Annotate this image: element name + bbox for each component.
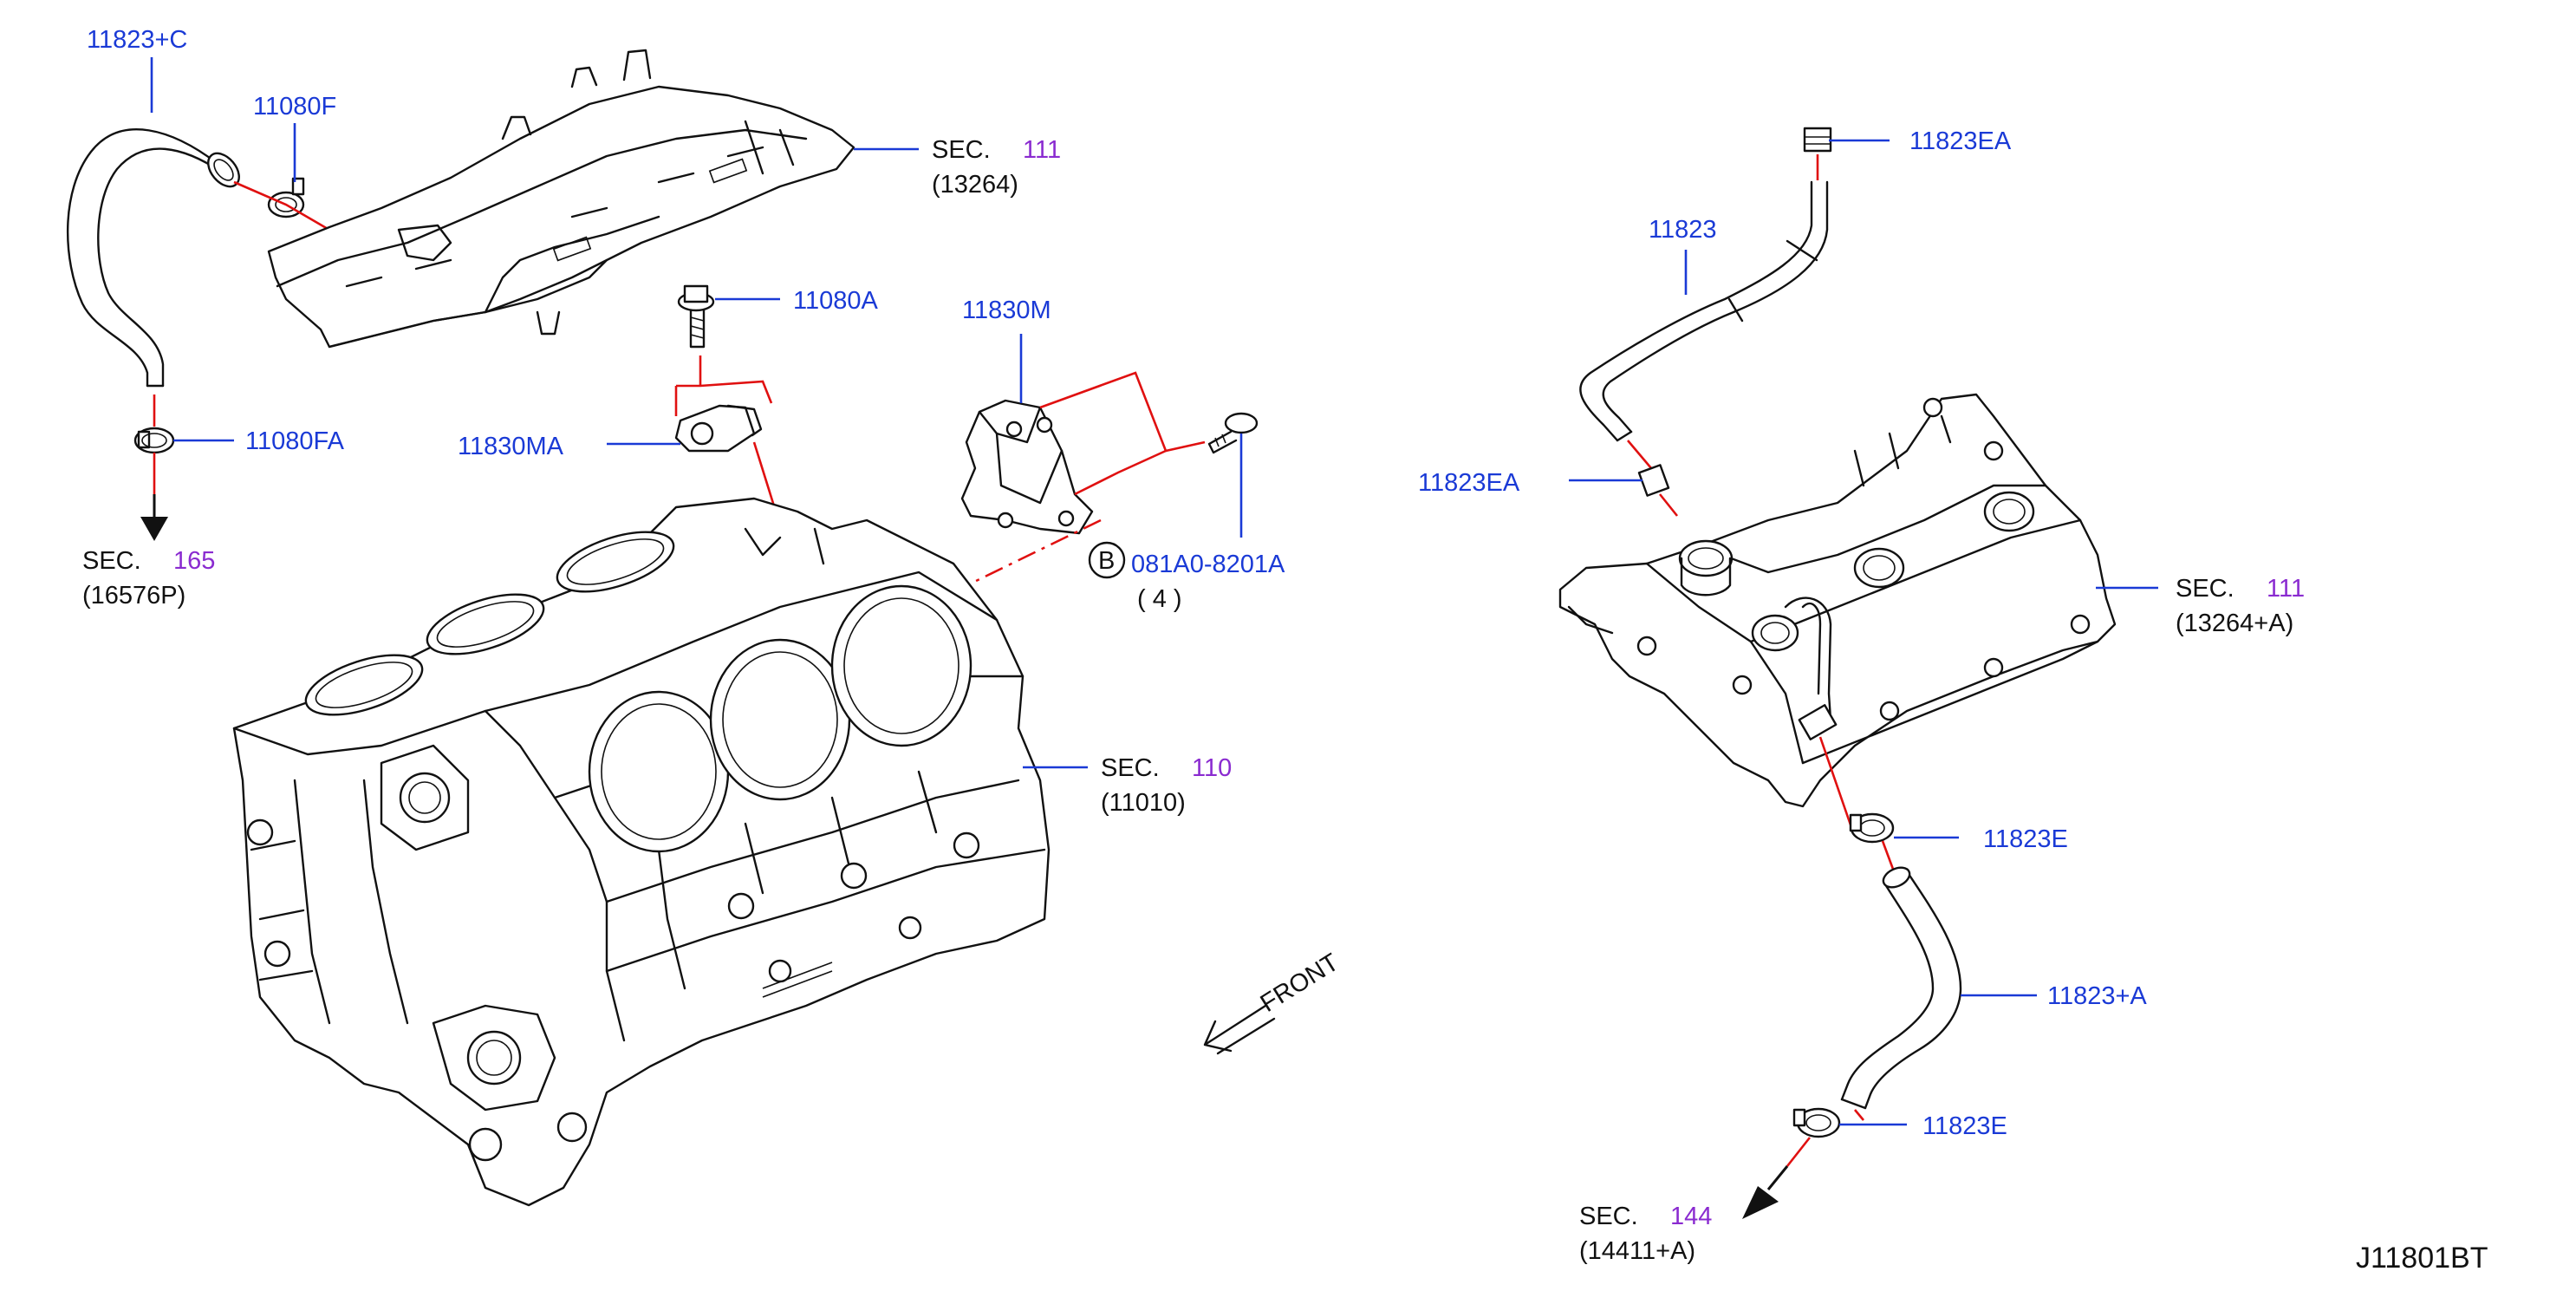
clamp-11823ea-mid [1637, 464, 1670, 497]
callout-11080f: 11080F [253, 93, 336, 121]
hose-11823 [1579, 180, 1829, 442]
sec111-left-ref: (13264) [932, 171, 1018, 199]
sec110-prefix: SEC. [1101, 754, 1160, 782]
cylinder-block [232, 497, 1051, 1207]
callout-11823ea-top: 11823EA [1909, 127, 2012, 155]
bracket-11830m [960, 399, 1094, 535]
sec144-number: 144 [1670, 1203, 1712, 1230]
sec110-ref: (11010) [1101, 789, 1186, 817]
sec165-number: 165 [173, 547, 215, 575]
callout-11823e-upper: 11823E [1983, 825, 2068, 853]
sec111-right-number: 111 [2267, 575, 2305, 603]
bolt-badge: B [1098, 547, 1115, 575]
rocker-cover-right [1558, 393, 2117, 808]
callout-11830ma: 11830MA [458, 433, 564, 460]
bolt-081a0 [1207, 412, 1259, 454]
diagram-id: J11801BT [2356, 1242, 2488, 1275]
arrow-down-left-icon [1742, 1186, 1779, 1219]
sec144-prefix: SEC. [1579, 1203, 1638, 1230]
sec144-ref: (14411+A) [1579, 1237, 1695, 1265]
hose-11823c [67, 128, 240, 388]
callout-11823ea-mid: 11823EA [1418, 469, 1520, 497]
front-label: FRONT [1256, 949, 1344, 1018]
sec111-left-prefix: SEC. [932, 136, 991, 164]
sec165-prefix: SEC. [82, 547, 141, 575]
clamp-11823e-lower [1792, 1107, 1841, 1138]
sec111-right-prefix: SEC. [2176, 575, 2234, 603]
bolt-11080a [677, 284, 715, 349]
rocker-cover-left [267, 49, 855, 349]
callout-11080a: 11080A [793, 287, 878, 315]
bolt-badge-circle [1088, 541, 1126, 579]
knock-sensor-11830ma [674, 404, 763, 453]
callout-11823c: 11823+C [87, 26, 187, 54]
sec165-ref: (16576P) [82, 582, 185, 610]
clamp-11823e-upper [1849, 812, 1895, 844]
clamp-11080fa [133, 427, 175, 454]
sec111-right-ref: (13264+A) [2176, 610, 2293, 637]
callout-11823a: 11823+A [2047, 982, 2147, 1010]
callout-11823e-lower: 11823E [1922, 1112, 2007, 1140]
arrow-down-icon [140, 517, 168, 541]
hose-11823a [1840, 866, 1962, 1110]
callout-11080fa: 11080FA [245, 427, 345, 455]
sec110-number: 110 [1192, 754, 1232, 782]
callout-11823: 11823 [1649, 216, 1717, 244]
front-arrow: FRONT [1203, 949, 1344, 1055]
sec111-left-number: 111 [1023, 136, 1061, 164]
callout-11830m: 11830M [962, 297, 1051, 324]
bolt-quantity: ( 4 ) [1137, 585, 1182, 613]
clamp-11823ea-top [1803, 127, 1832, 153]
callout-bolt-code: 081A0-8201A [1131, 551, 1285, 578]
